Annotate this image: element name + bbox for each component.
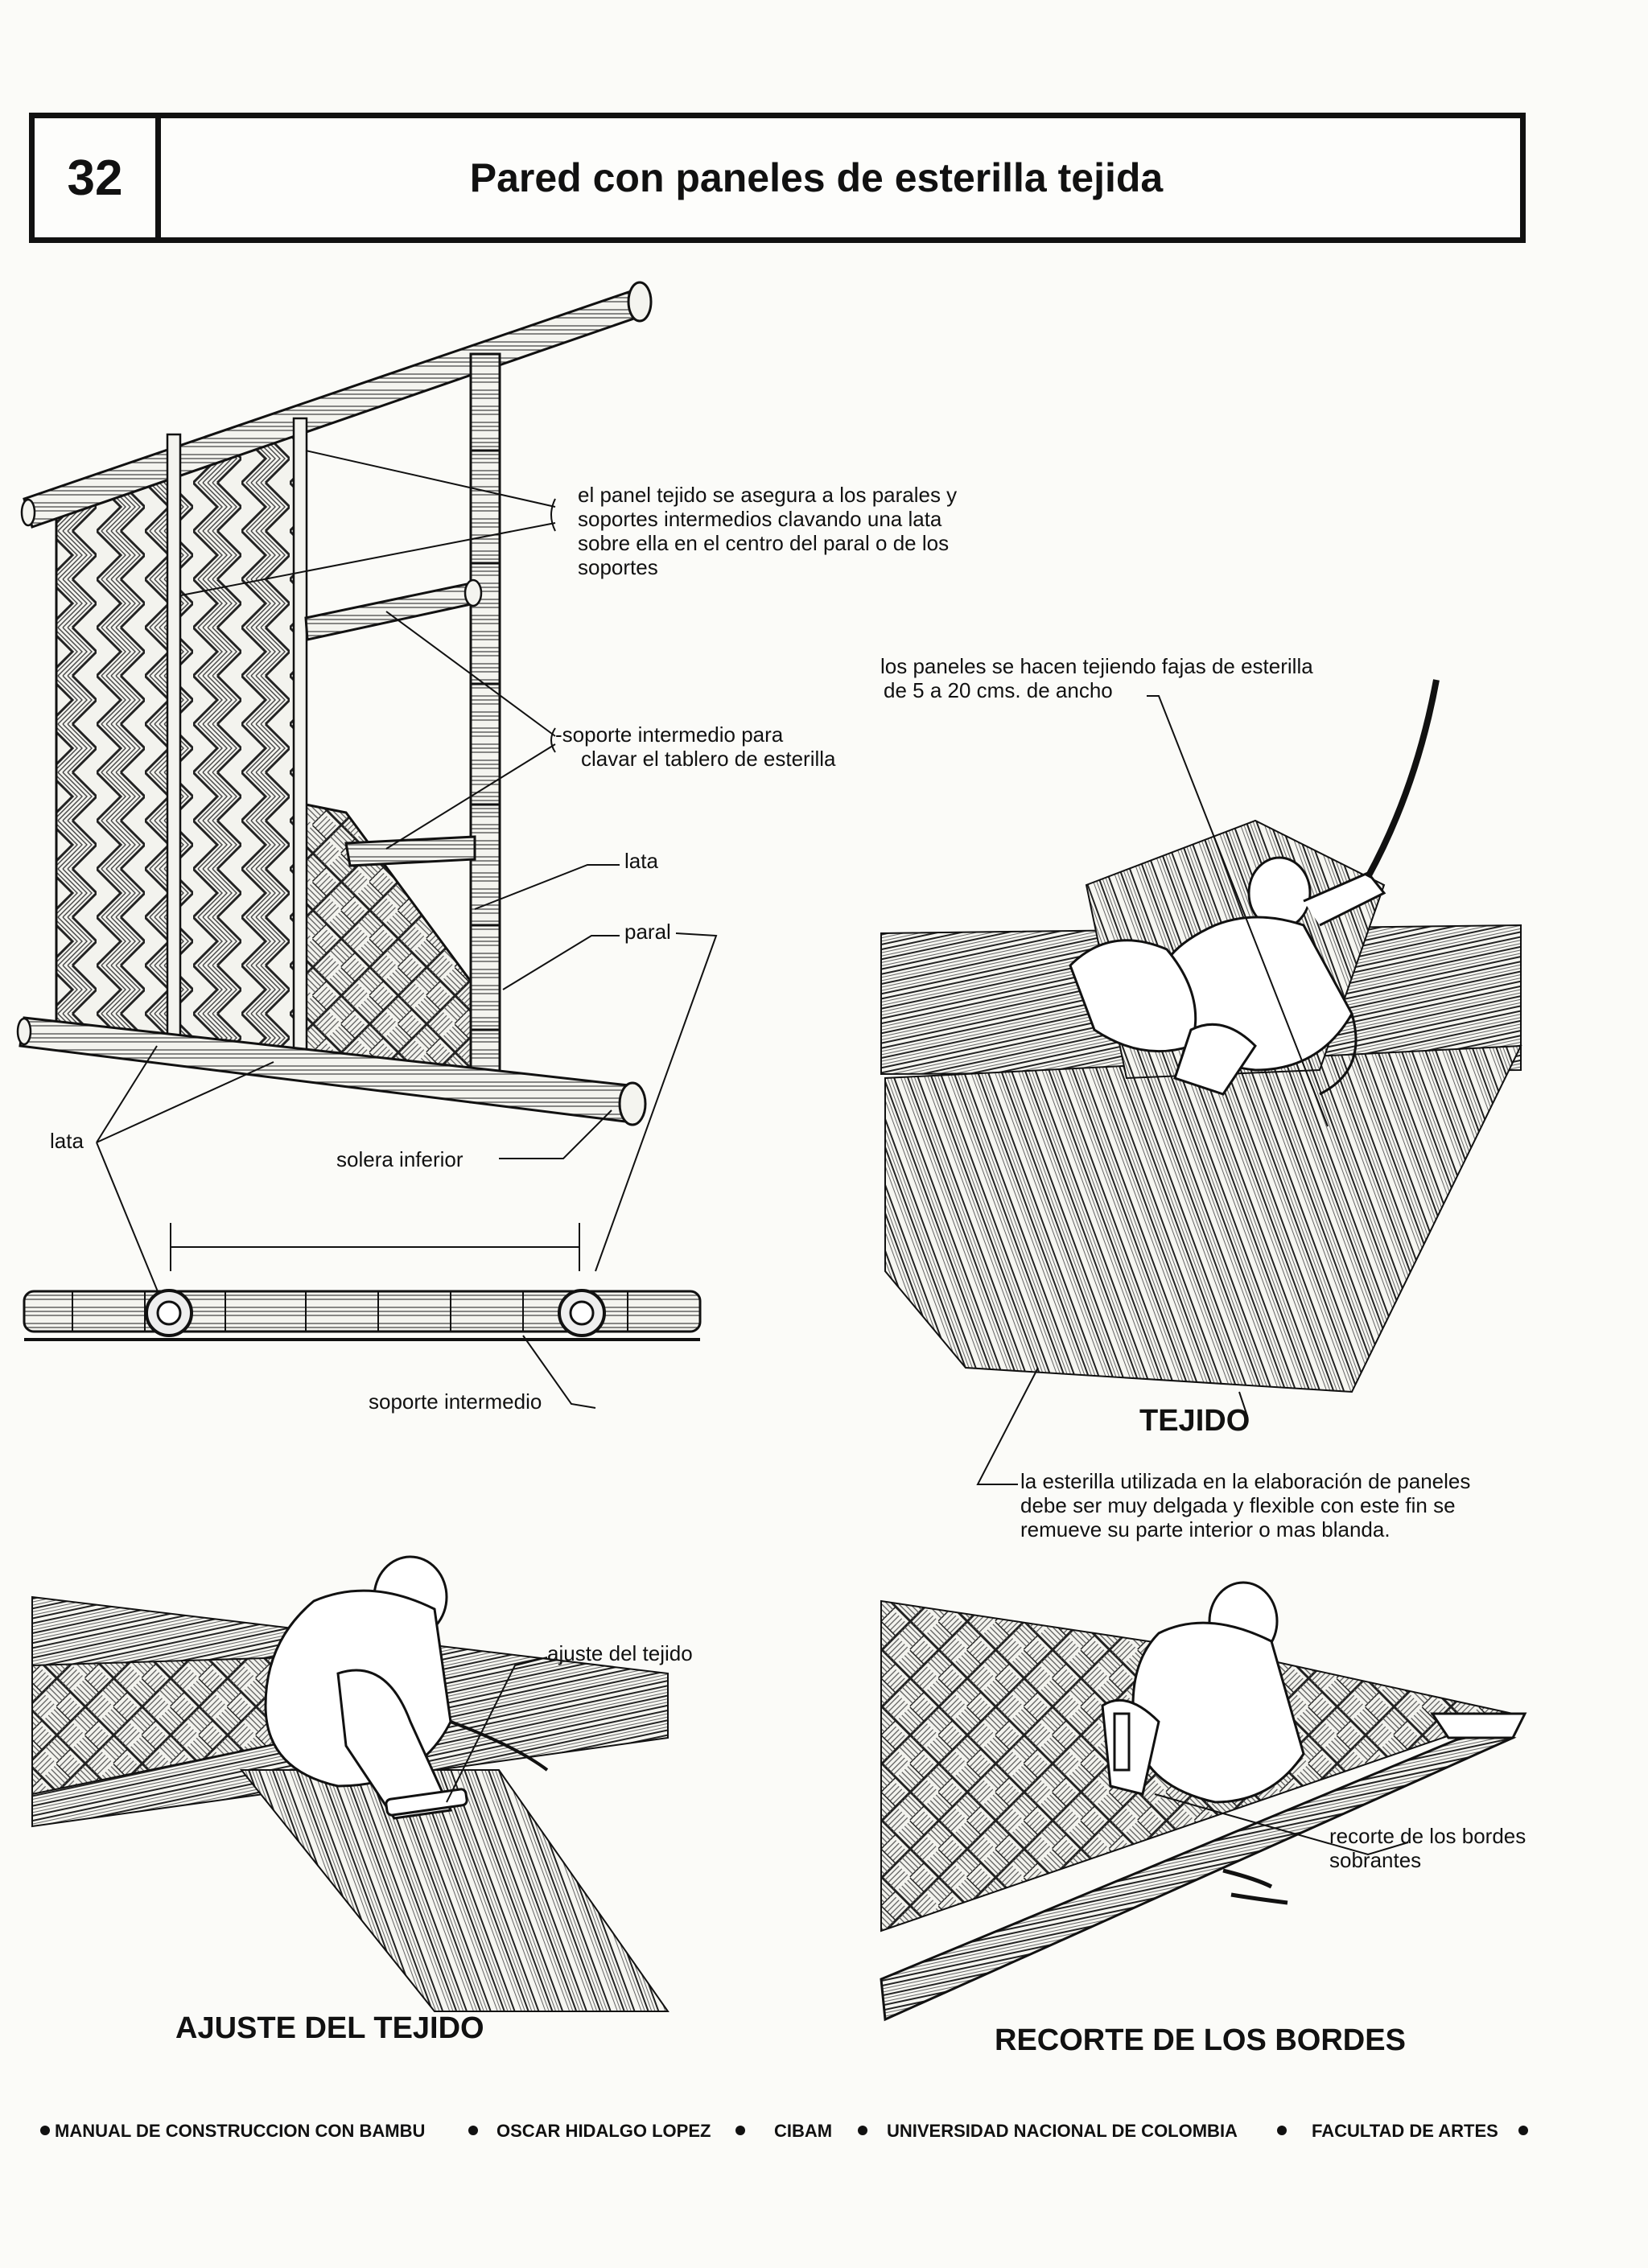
- ajuste-label: ajuste del tejido: [547, 1641, 693, 1665]
- panel-fastening-note: el panel tejido se asegura a los parales…: [578, 483, 958, 579]
- section-drawing: [23, 1223, 702, 1409]
- footer-bullets: [40, 2126, 1528, 2135]
- page-header: 32 Pared con paneles de esterilla tejida: [29, 113, 1526, 243]
- footer-faculty: FACULTAD DE ARTES: [1312, 2121, 1498, 2141]
- esterilla-note: la esterilla utilizada en la elaboración…: [1020, 1469, 1471, 1541]
- footer-author: OSCAR HIDALGO LOPEZ: [496, 2121, 711, 2141]
- footer-manual: MANUAL DE CONSTRUCCION CON BAMBU: [55, 2121, 426, 2141]
- adjusting-scene: [31, 1555, 670, 2012]
- soporte-bottom-label: soporte intermedio: [369, 1389, 542, 1414]
- page-title: Pared con paneles de esterilla tejida: [469, 155, 1164, 200]
- solera-label: solera inferior: [336, 1147, 464, 1171]
- lata-label-left: lata: [50, 1129, 84, 1153]
- leader-lines-main: [96, 450, 718, 1300]
- page-number: 32: [35, 118, 161, 237]
- paral-label: paral: [624, 920, 671, 944]
- wall-frame-drawing: [16, 281, 653, 1126]
- intermediate-support-note: -soporte intermedio para clavar el table…: [555, 722, 836, 771]
- weaving-scene: [880, 679, 1522, 1485]
- panel-weaving-note: los paneles se hacen tejiendo fajas de e…: [880, 654, 1313, 702]
- lata-label-right: lata: [624, 849, 658, 873]
- footer-cibam: CIBAM: [774, 2121, 833, 2141]
- trimming-scene: [880, 1581, 1527, 2022]
- caption-recorte: RECORTE DE LOS BORDES: [995, 2023, 1406, 2057]
- caption-tejido: TEJIDO: [1139, 1404, 1250, 1438]
- footer-university: UNIVERSIDAD NACIONAL DE COLOMBIA: [887, 2121, 1238, 2141]
- recorte-label: recorte de los bordes sobrantes: [1329, 1824, 1526, 1872]
- caption-ajuste: AJUSTE DEL TEJIDO: [175, 2011, 484, 2045]
